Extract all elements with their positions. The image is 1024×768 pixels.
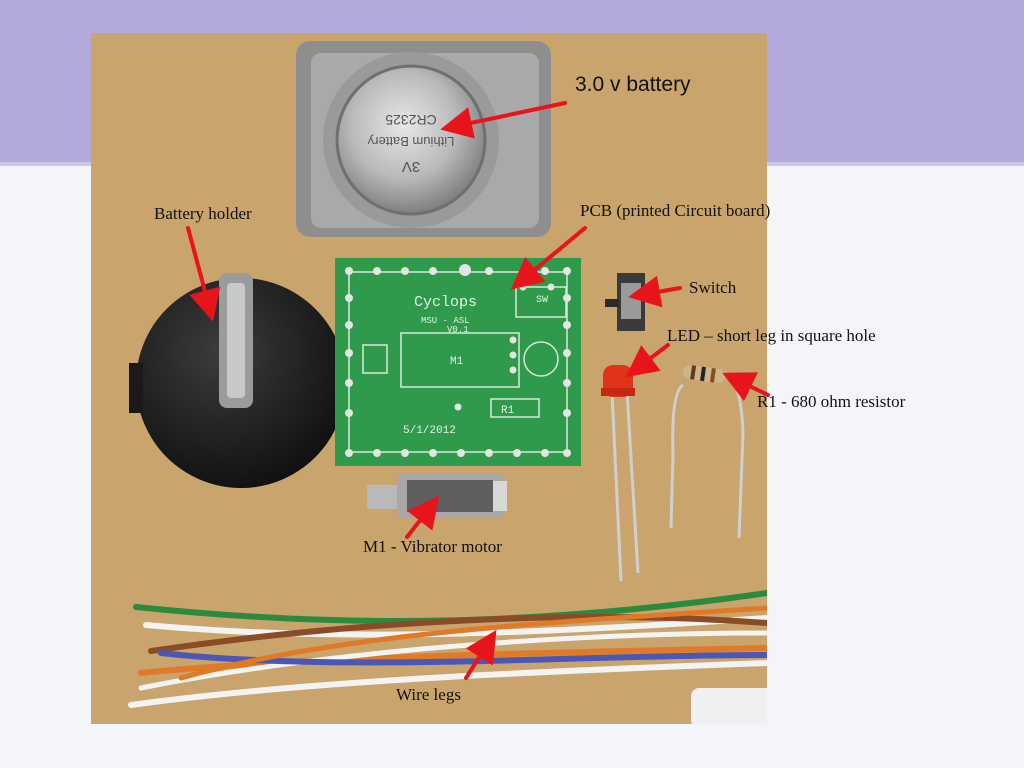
pcb-m1-silkscreen: M1 bbox=[450, 356, 464, 368]
vibrator-motor bbox=[367, 474, 507, 518]
label-resistor: R1 - 680 ohm resistor bbox=[757, 392, 906, 411]
label-battery: 3.0 v battery bbox=[575, 73, 691, 96]
battery-brand-mark: Lithium Battery bbox=[367, 134, 454, 149]
pcb-date-silkscreen: 5/1/2012 bbox=[403, 425, 456, 437]
pcb-title-silkscreen: Cyclops bbox=[414, 294, 477, 311]
battery-package: 3V Lithium Battery CR2325 bbox=[296, 41, 551, 237]
label-motor: M1 - Vibrator motor bbox=[363, 537, 502, 556]
kit-components-photo: 3V Lithium Battery CR2325 bbox=[91, 33, 767, 724]
pcb-subtitle-silkscreen: MSU - ASL bbox=[421, 316, 470, 326]
label-wire-legs: Wire legs bbox=[396, 685, 461, 704]
battery-voltage-mark: 3V bbox=[402, 158, 420, 175]
coin-battery bbox=[335, 64, 487, 216]
pcb-board: Cyclops MSU - ASL V0.1 M1 R1 SW 5/1/2012 bbox=[335, 258, 581, 466]
pcb-r1-silkscreen: R1 bbox=[501, 405, 515, 417]
label-switch: Switch bbox=[689, 278, 737, 297]
pcb-sw-silkscreen: SW bbox=[536, 295, 548, 306]
label-battery-holder: Battery holder bbox=[154, 204, 252, 223]
label-pcb: PCB (printed Circuit board) bbox=[580, 201, 771, 220]
slide-switch bbox=[605, 273, 645, 331]
label-led: LED – short leg in square hole bbox=[667, 326, 876, 345]
pcb-version-silkscreen: V0.1 bbox=[447, 325, 469, 335]
battery-model-mark: CR2325 bbox=[385, 112, 437, 128]
wire-bundle bbox=[128, 590, 767, 724]
red-led bbox=[601, 365, 640, 582]
battery-holder bbox=[129, 273, 353, 488]
resistor bbox=[669, 364, 745, 539]
